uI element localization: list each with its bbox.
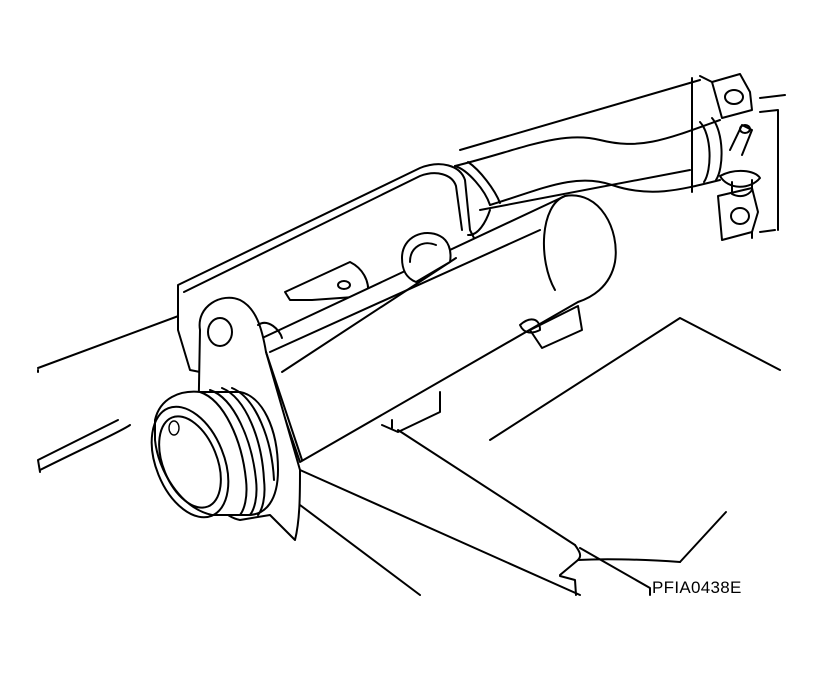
cylindrical-housing: [257, 194, 617, 463]
pulley-flange: [150, 387, 279, 519]
figure-code-label: PFIA0438E: [652, 578, 742, 597]
pipe: [454, 117, 723, 206]
hose-clamp: [719, 124, 761, 198]
mounting-bracket: [691, 73, 786, 241]
